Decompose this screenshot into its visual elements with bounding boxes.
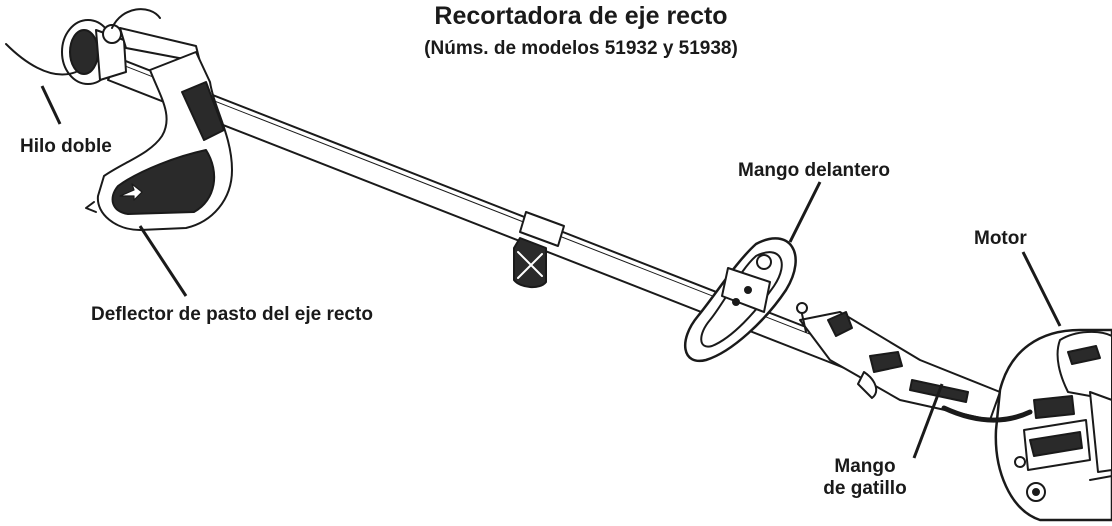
leader-mango-delantero — [788, 181, 822, 243]
trigger-handle — [796, 302, 1001, 421]
shaft — [107, 57, 881, 379]
label-mango-gatillo: Mango de gatillo — [810, 456, 920, 500]
engine — [941, 328, 1112, 522]
leader-hilo-doble — [40, 85, 62, 125]
dual-line — [5, 8, 161, 76]
label-mango-gatillo-line1: Mango — [834, 456, 896, 477]
leader-motor — [1021, 251, 1062, 327]
label-mango-gatillo-line2: de gatillo — [823, 478, 907, 499]
leader-lines — [40, 85, 1062, 459]
trimmer-head — [61, 19, 201, 85]
label-hilo-doble: Hilo doble — [20, 136, 112, 157]
front-handle — [684, 237, 797, 363]
label-mango-delantero: Mango delantero — [738, 160, 891, 181]
shaft-clip — [513, 211, 565, 288]
grass-deflector — [85, 51, 233, 231]
diagram-title: Recortadora de eje recto — [434, 2, 728, 30]
leader-mango-gatillo — [912, 383, 944, 459]
leader-deflector — [138, 225, 188, 297]
diagram-subtitle: (Núms. de modelos 51932 y 51938) — [424, 38, 738, 59]
label-motor: Motor — [974, 228, 1027, 249]
label-deflector: Deflector de pasto del eje recto — [91, 304, 373, 325]
